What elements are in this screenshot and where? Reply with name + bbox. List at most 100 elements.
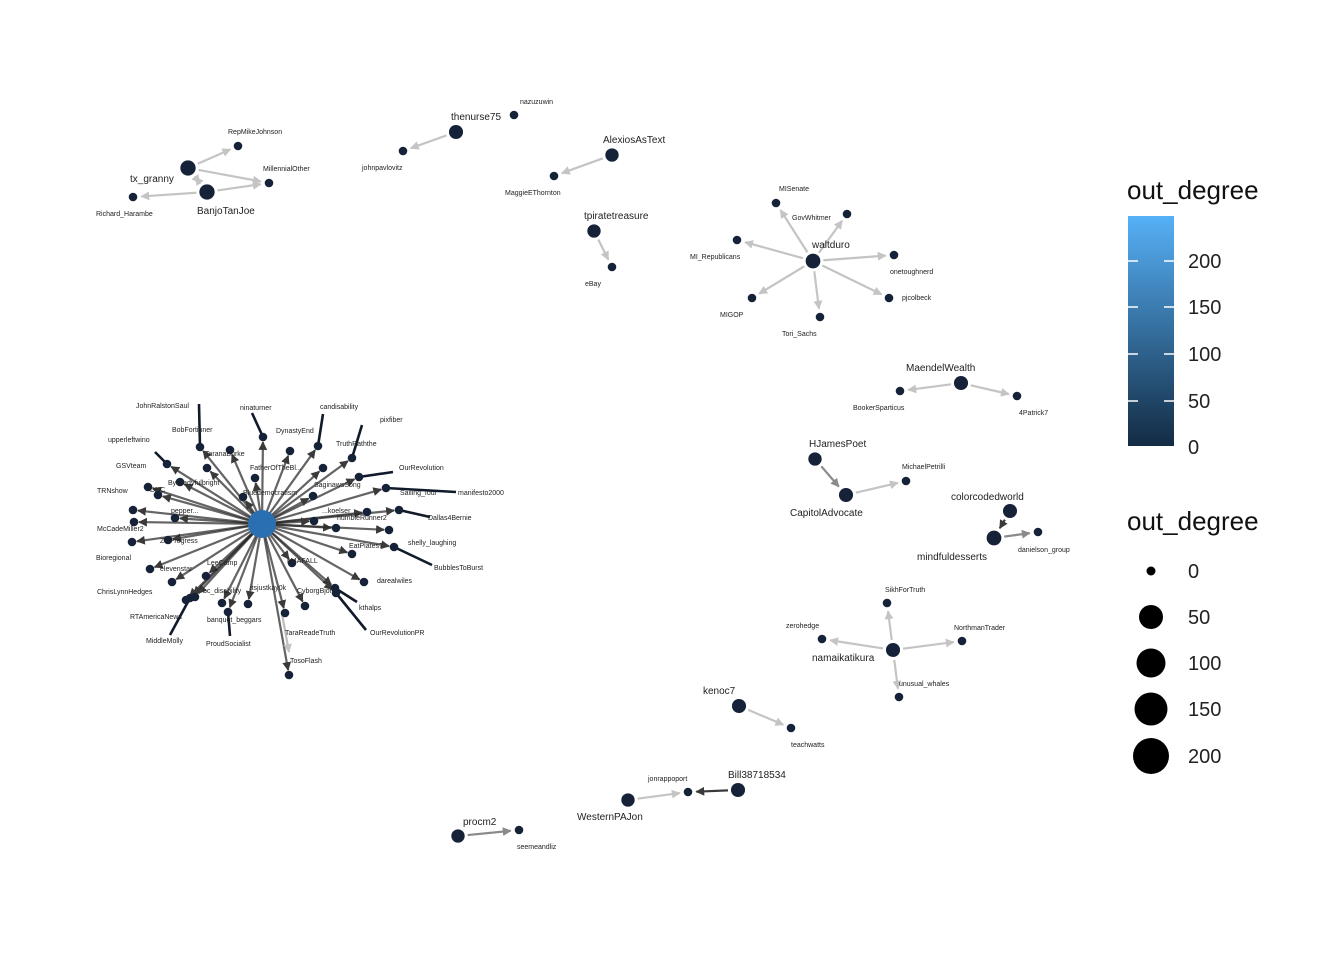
edge-Bill38718534-jonrappoport	[695, 786, 729, 796]
node-label-ProudSocialist: ProudSocialist	[206, 641, 251, 648]
node-ProudSocialist	[223, 607, 233, 617]
tail-JohnRalstonSaul	[197, 403, 202, 448]
node-label-procm2: procm2	[463, 817, 497, 828]
node-4Patrick7	[1012, 391, 1022, 401]
node-label-Richard_Harambe: Richard_Harambe	[96, 211, 153, 218]
node-label-TaranaBurke: TaranaBurke	[205, 451, 245, 458]
node-label-elevenstar: elevenstar	[160, 566, 193, 573]
node-GSVteam	[143, 482, 153, 492]
node-label-OurRevolutionPR: OurRevolutionPR	[370, 630, 424, 637]
node-label-mindfuldesserts: mindfuldesserts	[917, 552, 987, 563]
node-label-itsjustkay0k: itsjustkay0k	[250, 585, 287, 592]
node-Sailing_four	[362, 507, 372, 517]
edge-namaikatikura-zerohedge	[829, 637, 884, 650]
node-danielson_group	[1033, 527, 1043, 537]
node-label-unusual_whales: unusual_whales	[899, 681, 950, 688]
node-label-pjcolbeck: pjcolbeck	[902, 295, 932, 302]
colorbar-tick-label: 150	[1188, 297, 1221, 319]
node-CapitolAdvocate	[838, 487, 854, 503]
node-label-SikhForTruth: SikhForTruth	[885, 587, 925, 594]
node-label-onetoughnerd: onetoughnerd	[890, 269, 933, 276]
hub-edge-upperleftwino	[170, 465, 263, 525]
node-EatPlates7	[347, 549, 357, 559]
node-label-waltduro: waltduro	[811, 240, 850, 251]
node-label-namaikatikura: namaikatikura	[812, 653, 875, 664]
node-Koelser	[309, 516, 319, 526]
node-zerohedge	[817, 634, 827, 644]
hub-edge-EatPlates7	[261, 522, 349, 555]
node-label-ByBradyfulbright: ByBradyfulbright	[168, 480, 219, 487]
node-label-danielson_group: danielson_group	[1018, 547, 1070, 554]
size-legend-label: 50	[1188, 607, 1210, 629]
node-label-DynastyEnd: DynastyEnd	[276, 428, 314, 435]
hub-edge-BubblesToBurst	[261, 522, 390, 550]
tail-ninaturner	[250, 412, 265, 438]
node-JohnRalstonSaul	[195, 442, 205, 452]
hub-edge-ByBradyfulbright	[183, 483, 263, 525]
node-nazuzuwin	[509, 110, 519, 120]
edges-layer	[140, 134, 1031, 837]
node-MillennialOther	[264, 178, 274, 188]
size-legend-label: 200	[1188, 746, 1221, 768]
hub-edge-manifesto2000	[261, 487, 383, 526]
edge-colorcodedworld-mindfuldesserts	[998, 519, 1008, 529]
node-label-kenoc7: kenoc7	[703, 686, 736, 697]
node-AlexiosAsText	[605, 148, 619, 162]
node-shelly_laughing	[384, 525, 394, 535]
node-label-4Patrick7: 4Patrick7	[1019, 410, 1048, 417]
hub-edge-ProudSocialist	[228, 523, 264, 609]
node-BubblesToBurst	[389, 542, 399, 552]
edge-waltduro-Tori_Sachs	[813, 271, 823, 310]
node-label-NorthmanTrader: NorthmanTrader	[954, 625, 1006, 632]
node-label-GSVteam: GSVteam	[116, 463, 147, 470]
node-label-banquet_beggars: banquet_beggars	[207, 617, 262, 624]
node-kenoc7	[731, 698, 747, 714]
node-jonrappoport	[683, 787, 693, 797]
node-Dallas4Bernie	[394, 505, 404, 515]
node-label-eBay: eBay	[585, 281, 601, 288]
node-label-bc_disability: bc_disability	[203, 588, 242, 595]
tail-pixfiber	[350, 424, 364, 459]
edge-HJamesPoet-CapitolAdvocate	[820, 465, 840, 488]
hub-edge-MiddleMolly	[192, 523, 263, 596]
node-label-teachwatts: teachwatts	[791, 742, 825, 749]
node-label-Sailing_four: Sailing_four	[400, 490, 438, 497]
node-Bluedemocratism	[238, 492, 248, 502]
node-CyborgBjorn	[300, 601, 310, 611]
node-ChrisLynnHedges	[167, 577, 177, 587]
node-label-manifesto2000: manifesto2000	[458, 490, 504, 497]
node-LeeCamp	[201, 571, 211, 581]
node-label-TaraReadeTruth: TaraReadeTruth	[285, 630, 335, 637]
node-label-BanjoTanJoe: BanjoTanJoe	[197, 206, 255, 217]
node-label-ChrisLynnHedges: ChrisLynnHedges	[97, 589, 153, 596]
node-label-MaggieEThornton: MaggieEThornton	[505, 190, 561, 197]
node-label-tpiratetreasure: tpiratetreasure	[584, 211, 649, 222]
node-label-GovWhitmer: GovWhitmer	[792, 215, 832, 222]
color-legend-title: out_degree	[1127, 175, 1259, 205]
edge-thenurse75-johnpavlovitz	[409, 134, 447, 150]
node-MiddleMolly	[185, 593, 195, 603]
node-hub	[248, 510, 276, 538]
hub-edge-CyborgBjorn	[261, 523, 304, 603]
tail-BubblesToBurst	[393, 545, 433, 567]
node-TaranaBurke	[225, 445, 235, 455]
node-onetoughnerd	[889, 250, 899, 260]
node-label-Bill38718534: Bill38718534	[728, 770, 786, 781]
node-DNC	[153, 490, 163, 500]
node-MI_Republicans	[732, 235, 742, 245]
hub-edge-OurRevolutionPR	[261, 523, 334, 591]
node-HJamesPoet	[808, 452, 822, 466]
node-label-humbleRunner2: humbleRunner2	[337, 515, 387, 522]
node-TruthRaththe	[318, 463, 328, 473]
node-humbleRunner2	[331, 523, 341, 533]
node-label-FatherOfTheBlue: FatherOfTheBl...	[250, 465, 302, 472]
edge-BanjoTanJoe-MillennialOther	[217, 180, 262, 192]
node-namaikatikura	[885, 642, 901, 658]
nodes-layer	[127, 110, 1043, 843]
node-label-TRNshow: TRNshow	[97, 488, 129, 495]
node-label-AlexiosAsText: AlexiosAsText	[603, 135, 665, 146]
node-ByBradyfulbright	[175, 477, 185, 487]
edge-waltduro-GovWhitmer	[818, 220, 844, 254]
node-pixfiber	[347, 453, 357, 463]
